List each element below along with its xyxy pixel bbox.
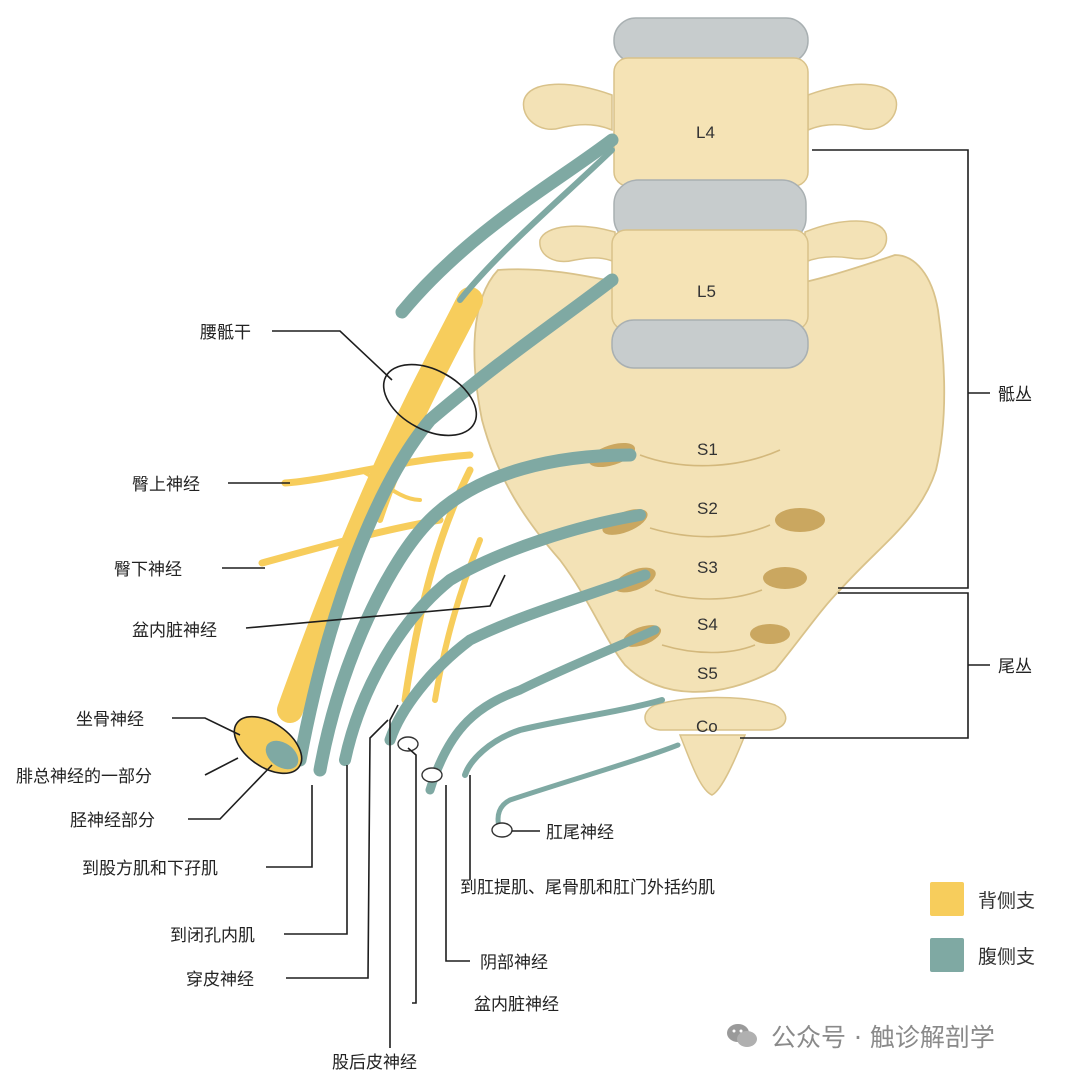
- vertebra-l5: [611, 229, 809, 331]
- legend-swatch-dorsal: [930, 882, 964, 916]
- legend-item-dorsal: 背侧支: [930, 880, 1070, 918]
- label-tibial-part: 胫神经部分: [70, 811, 155, 831]
- vertebra-l4: [613, 57, 809, 187]
- label-common-fibular-part: 腓总神经的一部分: [16, 767, 152, 787]
- disc-l5-s1: [611, 319, 809, 369]
- label-levator-ani: 到肛提肌、尾骨肌和肛门外括约肌: [460, 878, 715, 898]
- vertebra-label-co: Co: [696, 717, 718, 736]
- disc-above-l4: [613, 17, 809, 64]
- label-inferior-gluteal-nerve: 臀下神经: [114, 560, 182, 580]
- sacral-division-s2: [649, 524, 771, 538]
- vertebra-label-s4: S4: [697, 615, 718, 634]
- legend-swatch-ventral: [930, 938, 964, 972]
- sacral-division-s1: [639, 449, 781, 467]
- vertebra-label-s5: S5: [697, 664, 718, 683]
- l4-transverse-process-right: [807, 83, 898, 132]
- sacrum: [473, 254, 946, 693]
- label-sacral-plexus: 骶丛: [998, 385, 1032, 405]
- pelvic-cut-end: [397, 736, 419, 752]
- lumbosacral-trunk-ring: [382, 363, 478, 437]
- sacral-division-s3: [654, 589, 763, 600]
- label-lumbosacral-trunk: 腰骶干: [200, 323, 251, 343]
- coccyx: [644, 696, 787, 731]
- coccyx-tip: [678, 734, 747, 796]
- legend-label-ventral: 腹侧支: [978, 945, 1036, 968]
- legend: 背侧支 腹侧支: [930, 880, 1070, 992]
- legend-label-dorsal: 背侧支: [978, 889, 1036, 912]
- foramen-s2-right: [775, 508, 825, 532]
- sacral-division-s4: [661, 644, 756, 654]
- label-anococcygeal-nerve: 肛尾神经: [546, 823, 614, 843]
- pudendal-cut-end: [421, 767, 443, 783]
- l4-transverse-process-left: [522, 83, 613, 132]
- vertebra-label-s1: S1: [697, 440, 718, 459]
- label-sciatic-nerve: 坐骨神经: [76, 710, 144, 730]
- label-obturator-internus: 到闭孔内肌: [170, 926, 255, 946]
- watermark-text: 公众号 · 触诊解剖学: [771, 1023, 995, 1052]
- label-posterior-femoral-cutaneous: 股后皮神经: [332, 1053, 417, 1073]
- vertebra-label-s3: S3: [697, 558, 718, 577]
- label-pelvic-viscera-nerve: 盆内脏神经: [474, 995, 559, 1015]
- anococcygeal-cut-end: [491, 822, 513, 838]
- legend-item-ventral: 腹侧支: [930, 936, 1070, 974]
- ventral-divisions: [293, 133, 681, 833]
- vertebra-label-l4: L4: [696, 123, 715, 142]
- l5-transverse-process-right: [804, 220, 888, 264]
- watermark: 公众号 · 触诊解剖学: [725, 1018, 995, 1054]
- label-quadratus-femoris: 到股方肌和下孖肌: [82, 859, 218, 879]
- label-superior-gluteal-nerve: 臀上神经: [132, 475, 200, 495]
- leader-lines: [172, 149, 990, 1048]
- sciatic-cut-end-tibial: [265, 740, 299, 770]
- label-coccygeal-plexus: 尾丛: [998, 657, 1032, 677]
- vertebra-label-s2: S2: [697, 499, 718, 518]
- vertebra-label-l5: L5: [697, 282, 716, 301]
- wechat-icon: [727, 1024, 757, 1047]
- foramen-s3-right: [763, 567, 807, 589]
- l5-transverse-process-left: [539, 225, 616, 264]
- foramen-s4-right: [750, 624, 790, 644]
- label-perforating-cutaneous: 穿皮神经: [186, 970, 254, 990]
- label-pelvic-splanchnic-nerve: 盆内脏神经: [132, 621, 217, 641]
- label-pudendal-nerve: 阴部神经: [480, 953, 548, 973]
